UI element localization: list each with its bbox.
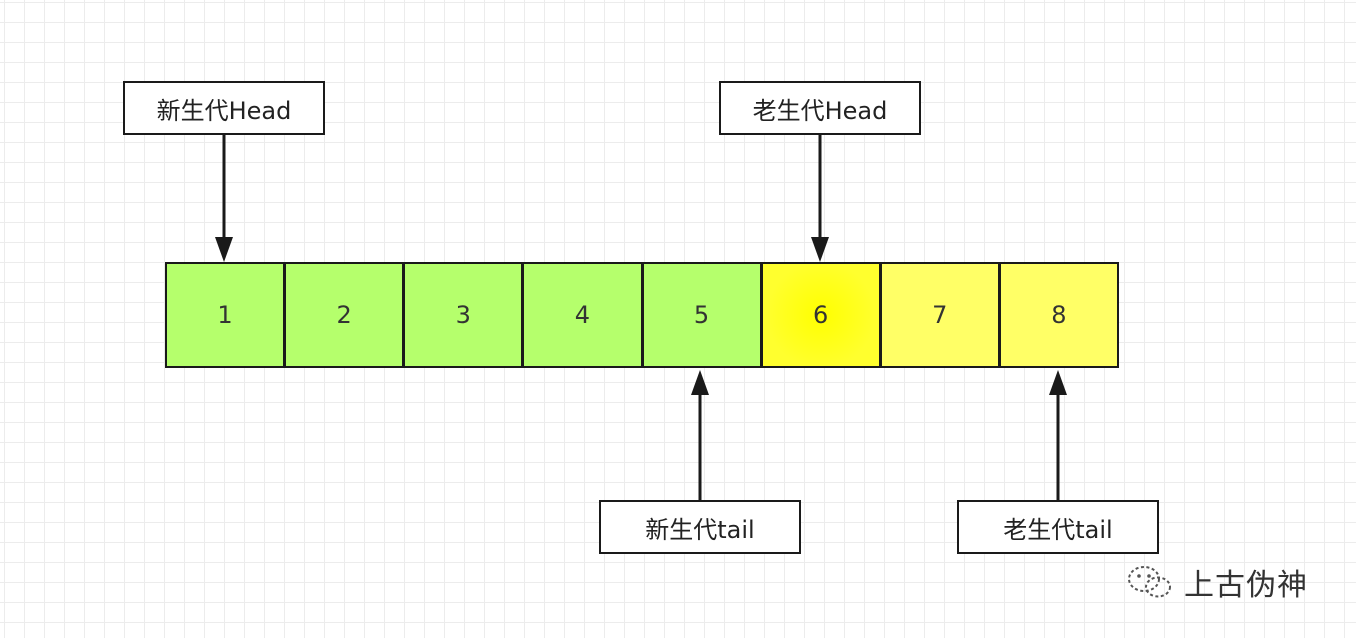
old-generation-head-label: 老生代Head xyxy=(719,81,921,135)
lru-array: 1 2 3 4 5 6 7 8 xyxy=(165,262,1119,368)
old-generation-tail-text: 老生代tail xyxy=(1003,515,1113,544)
old-generation-head-text: 老生代Head xyxy=(752,96,888,125)
array-cell-value: 5 xyxy=(693,301,710,329)
array-cell-7: 7 xyxy=(881,264,1001,366)
old-tail-arrow xyxy=(1049,370,1067,500)
array-cell-value: 8 xyxy=(1051,301,1067,329)
array-cell-value: 2 xyxy=(336,301,352,329)
watermark-text: 上古伪神 xyxy=(1184,568,1308,603)
new-generation-tail-text: 新生代tail xyxy=(645,515,755,544)
array-cell-5: 5 xyxy=(643,264,763,366)
array-cell-4: 4 xyxy=(524,264,644,366)
new-head-arrow xyxy=(215,134,233,262)
watermark: 上古伪神 xyxy=(1124,560,1324,604)
array-cell-value: 6 xyxy=(813,301,829,329)
array-cell-2: 2 xyxy=(286,264,406,366)
wechat-icon xyxy=(1128,566,1171,598)
new-generation-head-text: 新生代Head xyxy=(156,96,292,125)
array-cell-value: 7 xyxy=(932,301,948,329)
old-head-arrow xyxy=(811,134,829,262)
new-generation-tail-label: 新生代tail xyxy=(599,500,801,554)
array-cell-3: 3 xyxy=(405,264,525,366)
new-generation-head-label: 新生代Head xyxy=(123,81,325,135)
array-cell-value: 1 xyxy=(217,301,233,329)
array-cell-value: 4 xyxy=(574,301,591,329)
new-tail-arrow xyxy=(691,370,709,500)
array-cell-6: 6 xyxy=(762,264,882,366)
old-generation-tail-label: 老生代tail xyxy=(957,500,1159,554)
array-cell-8: 8 xyxy=(1000,264,1117,366)
array-cell-value: 3 xyxy=(455,301,471,329)
array-cell-1: 1 xyxy=(167,264,287,366)
